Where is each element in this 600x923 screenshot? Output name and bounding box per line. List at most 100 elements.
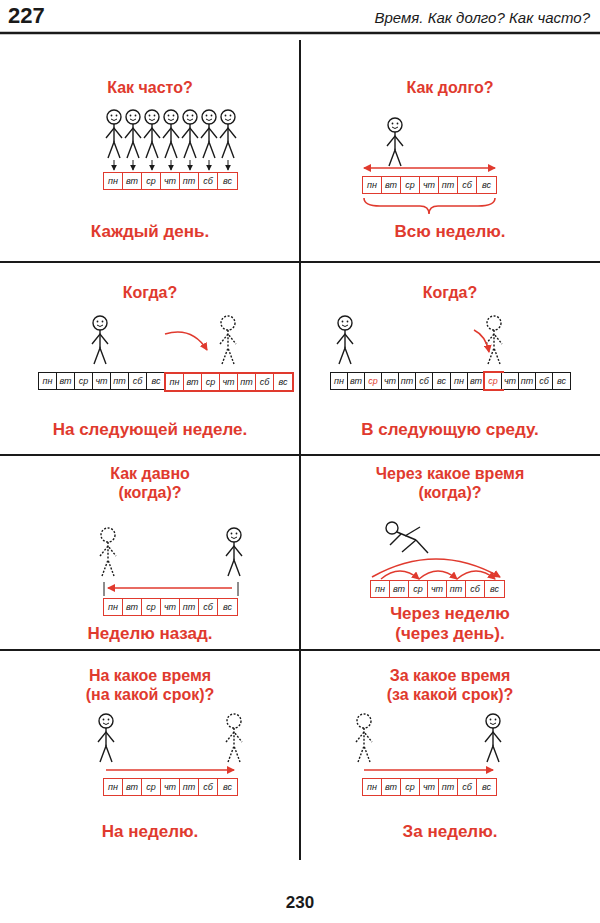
stick-figure xyxy=(182,110,198,158)
duration-arrow xyxy=(364,167,495,169)
day-cell: пн xyxy=(363,779,382,795)
answer-text: Каждый день. xyxy=(10,222,290,242)
header-rule xyxy=(0,32,600,35)
page-number: 230 xyxy=(0,893,600,913)
grammar-panel: На какое время (на какой срок)? На неделю… xyxy=(0,650,300,860)
day-cell: вс xyxy=(218,173,237,189)
day-cell: вс xyxy=(147,373,165,389)
week-strip: пнвтсрчтптсбвс xyxy=(103,778,238,796)
week-strip: пнвтсрчтптсбвс xyxy=(362,176,497,194)
grammar-panel: Как давно (когда)?Неделю назад.пнвтсрчтп… xyxy=(0,455,300,650)
day-cell: вт xyxy=(184,374,202,390)
day-cell: ср xyxy=(202,374,220,390)
day-cell: вт xyxy=(382,177,401,193)
week-strip: пнвтсрчтптсбвс xyxy=(164,372,294,392)
text-slot: За неделю. xyxy=(310,822,590,842)
day-cell: пт xyxy=(439,779,458,795)
stick-figure xyxy=(485,714,501,762)
day-cell: пт xyxy=(439,177,458,193)
stick-figure xyxy=(92,316,108,364)
stick-figure xyxy=(163,110,179,158)
week-arc xyxy=(372,559,500,577)
stick-figure xyxy=(337,316,353,364)
day-cell: вт xyxy=(57,373,75,389)
ghost-figure xyxy=(220,316,236,364)
grammar-panel: Когда?На следующей неделе.пнвтсрчтптсбвс… xyxy=(0,262,300,455)
day-cell: ср xyxy=(401,779,420,795)
week-strip: пнвтсрчтптсбвс xyxy=(330,372,451,390)
day-cell: вт xyxy=(390,581,409,597)
text-slot: На какое время (на какой срок)? xyxy=(55,666,245,704)
day-cell: пн xyxy=(104,599,123,615)
day-cell: вт xyxy=(123,599,142,615)
text-slot: Всю неделю. xyxy=(310,222,590,242)
move-arrow xyxy=(165,332,207,350)
text-slot: Как давно (когда)? xyxy=(80,464,220,502)
day-cell: вт xyxy=(123,173,142,189)
panel-divider xyxy=(0,454,600,456)
day-cell: чт xyxy=(502,373,519,389)
day-cell: ср xyxy=(365,373,382,389)
answer-text: На неделю. xyxy=(10,822,290,842)
day-cell: сб xyxy=(458,177,477,193)
week-brace xyxy=(364,198,495,214)
answer-text: В следующую среду. xyxy=(310,420,590,440)
day-cell: ср xyxy=(485,373,502,389)
day-cell: сб xyxy=(129,373,147,389)
day-cell: пн xyxy=(363,177,382,193)
stick-figure xyxy=(226,528,242,576)
question-text: Когда? xyxy=(10,283,290,302)
day-cell: ср xyxy=(142,599,161,615)
stick-figure xyxy=(201,110,217,158)
question-text: Как давно (когда)? xyxy=(80,464,220,502)
running-title: Время. Как долго? Как часто? xyxy=(375,9,590,26)
day-cell: пн xyxy=(39,373,57,389)
text-slot: За какое время (за какой срок)? xyxy=(355,666,545,704)
ghost-figure xyxy=(100,528,116,576)
day-cell: ср xyxy=(142,779,161,795)
day-pointer xyxy=(114,160,115,170)
day-cell: чт xyxy=(428,581,447,597)
day-cell: вс xyxy=(218,779,237,795)
grammar-panel: За какое время (за какой срок)? За неделю… xyxy=(300,650,600,860)
day-cell: ср xyxy=(75,373,93,389)
answer-text: За неделю. xyxy=(310,822,590,842)
day-cell: ср xyxy=(142,173,161,189)
day-cell: ср xyxy=(409,581,428,597)
day-cell: вт xyxy=(348,373,365,389)
answer-text: Всю неделю. xyxy=(310,222,590,242)
text-slot: Через какое время (когда)? xyxy=(360,464,540,502)
day-pointer xyxy=(190,160,191,170)
day-pointer xyxy=(171,160,172,170)
day-cell: пт xyxy=(399,373,416,389)
ghost-figure xyxy=(486,316,502,364)
day-cell: пн xyxy=(331,373,348,389)
stick-figure xyxy=(144,110,160,158)
ghost-figure xyxy=(356,714,372,762)
stick-figure xyxy=(387,118,403,166)
grammar-panel: Когда?В следующую среду.пнвтсрчтптсбвспн… xyxy=(300,262,600,455)
day-cell: вт xyxy=(382,779,401,795)
day-cell: сб xyxy=(199,599,218,615)
week-strip: пнвтсрчтптсбвс xyxy=(370,580,505,598)
week-strip: пнвтсрчтптсбвс xyxy=(103,172,238,190)
day-cell: чт xyxy=(161,779,180,795)
day-cell: сб xyxy=(536,373,553,389)
day-cell: чт xyxy=(220,374,238,390)
bracket-tick xyxy=(104,582,105,596)
day-pointer xyxy=(209,160,210,170)
grammar-panel: Как долго? Всю неделю. пнвтсрчтптсбвс xyxy=(300,40,600,262)
jumping-figure xyxy=(386,522,428,553)
text-slot: На следующей неделе. xyxy=(10,420,290,440)
day-arc xyxy=(457,571,495,579)
question-text: Как долго? xyxy=(310,78,590,97)
text-slot: Когда? xyxy=(10,283,290,302)
day-cell: пт xyxy=(238,374,256,390)
question-text: Как часто? xyxy=(10,78,290,97)
day-pointer xyxy=(152,160,153,170)
question-text: Через какое время (когда)? xyxy=(360,464,540,502)
stick-figure xyxy=(125,110,141,158)
day-cell: вс xyxy=(433,373,450,389)
day-cell: чт xyxy=(161,173,180,189)
